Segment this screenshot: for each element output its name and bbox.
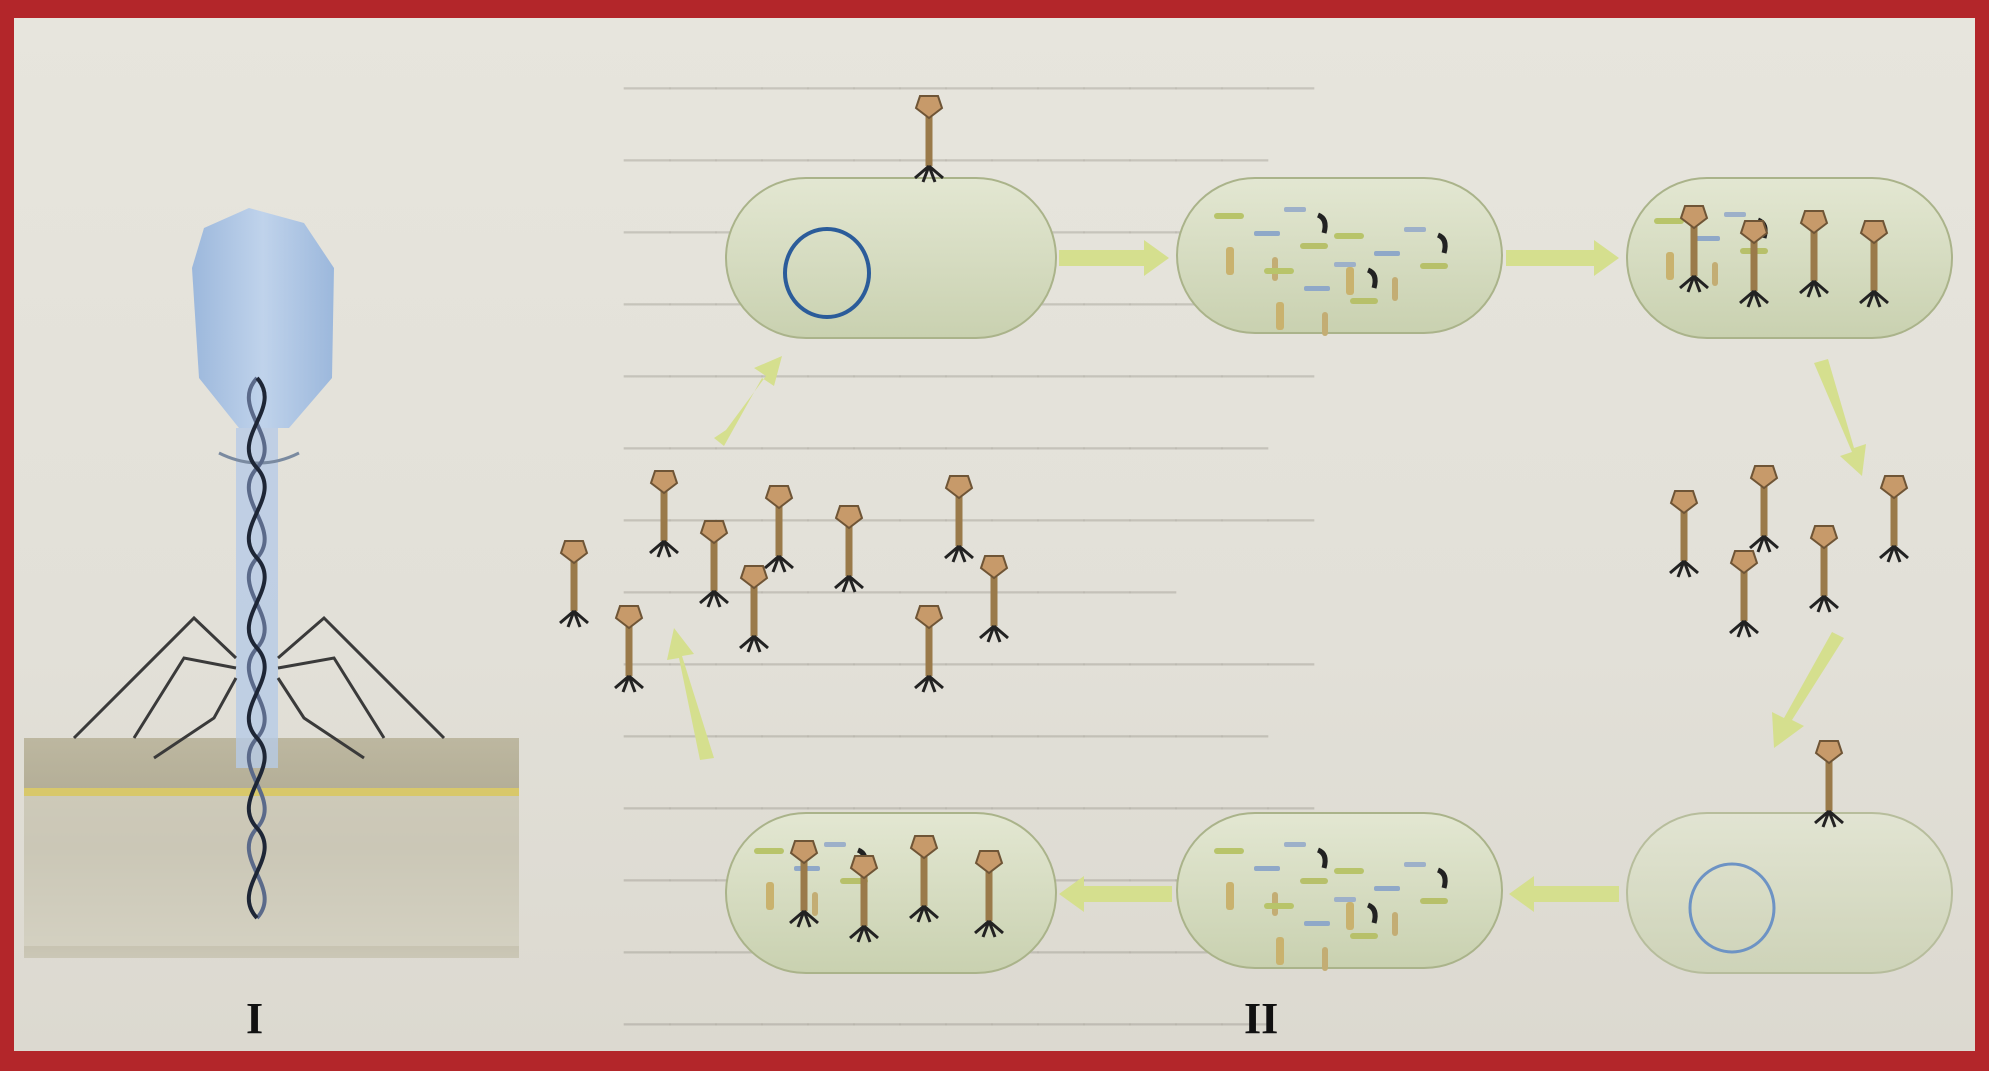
cell-membrane-line bbox=[24, 788, 519, 796]
bacterium-cell-icon bbox=[1177, 813, 1502, 971]
figure-panel: ——————————————— —————————————— —————————… bbox=[14, 18, 1975, 1051]
panel-label-ii: II bbox=[1244, 993, 1278, 1044]
bacterium-cell-icon bbox=[1177, 178, 1502, 336]
bacterium-cell-icon bbox=[1627, 741, 1952, 973]
bacterium-cell-icon bbox=[726, 813, 1056, 973]
bacterium-cell-icon bbox=[726, 96, 1056, 338]
bacterium-cell-icon bbox=[1627, 178, 1952, 338]
panel-label-i: I bbox=[246, 993, 263, 1044]
diagram-svg bbox=[14, 18, 1975, 1051]
panel-i-injection bbox=[24, 208, 519, 958]
released-phages-left bbox=[560, 471, 1008, 692]
released-phages-right bbox=[1670, 466, 1908, 637]
cycle-arrow-icon bbox=[667, 356, 782, 760]
cycle-arrow-icon bbox=[1772, 632, 1844, 748]
cycle-arrow-icon bbox=[1814, 359, 1866, 476]
